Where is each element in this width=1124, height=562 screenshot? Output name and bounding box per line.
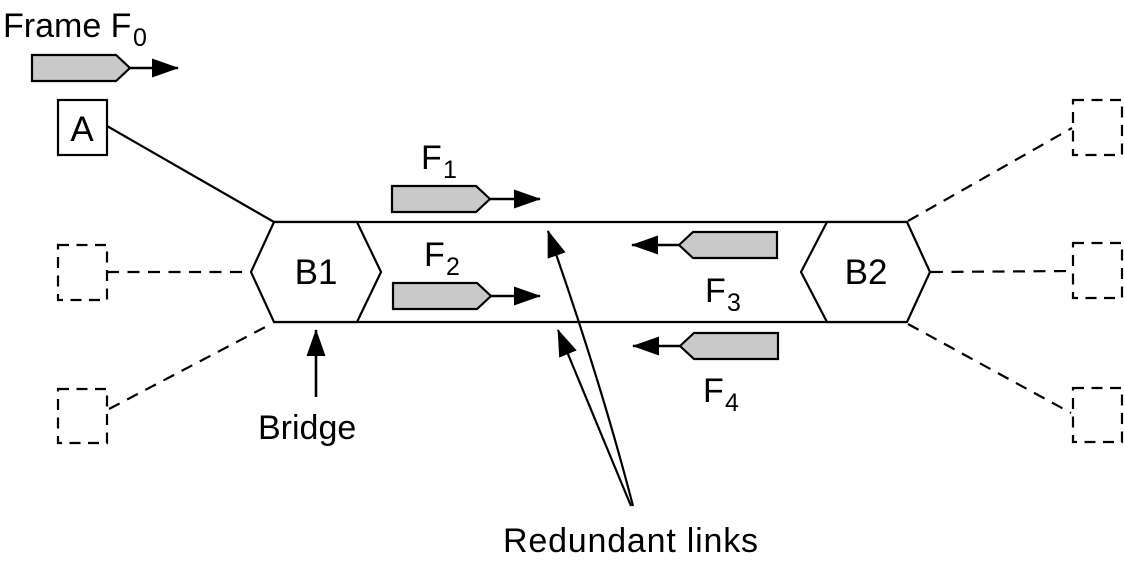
lan-box-left-top (56, 243, 109, 302)
bridge-b1-hexagon (249, 220, 383, 324)
frame-f4-label-sub: 4 (725, 389, 739, 417)
frame-f3-body (677, 230, 779, 260)
frame-f0-body (30, 53, 132, 83)
station-a-label: A (70, 110, 94, 149)
frame-f2-body (391, 281, 493, 311)
frame-symbol-f4 (632, 331, 780, 361)
bridge-b1-label: B1 (295, 253, 338, 292)
frame-f2-label: F (424, 236, 445, 274)
lan-link-right-top (907, 127, 1073, 222)
station-a-box (56, 98, 109, 157)
station-a-link (106, 125, 275, 223)
bridge-b2-label: B2 (845, 253, 888, 292)
bridge-b2-hexagon (799, 220, 932, 324)
frame-f4-label: F (703, 372, 724, 410)
lan-box-right-mid (1071, 241, 1124, 300)
redundant-links-arrow-bottom-icon (556, 329, 633, 507)
lan-box-right-bottom (1071, 386, 1124, 444)
lan-link-right-bottom (907, 323, 1072, 414)
frame-f2-label-sub: 2 (446, 253, 460, 281)
frame-f1-body (390, 184, 492, 214)
frame-f1-label: F (421, 139, 442, 177)
frame-symbol-f1 (390, 184, 541, 214)
lan-link-left-bottom (108, 323, 272, 410)
frame-f1-label-sub: 1 (443, 156, 457, 184)
lan-box-left-bottom (56, 387, 109, 445)
redundant-links-arrow-top-icon (546, 230, 635, 507)
lan-link-right-mid (930, 269, 1074, 274)
frame-f4-body (678, 331, 780, 361)
frame-f0-label-sub: 0 (133, 24, 147, 52)
bridge-caption: Bridge (258, 409, 356, 447)
frame-symbol-f3 (631, 230, 779, 260)
frame-symbol-f0 (30, 53, 179, 83)
frame-f0-label: Frame F (3, 7, 131, 45)
frame-symbol-f2 (391, 281, 541, 311)
frame-f3-label: F (705, 272, 726, 310)
frame-f3-label-sub: 3 (727, 289, 741, 317)
lan-box-right-top (1071, 98, 1124, 157)
redundant-links-caption: Redundant links (503, 522, 759, 560)
